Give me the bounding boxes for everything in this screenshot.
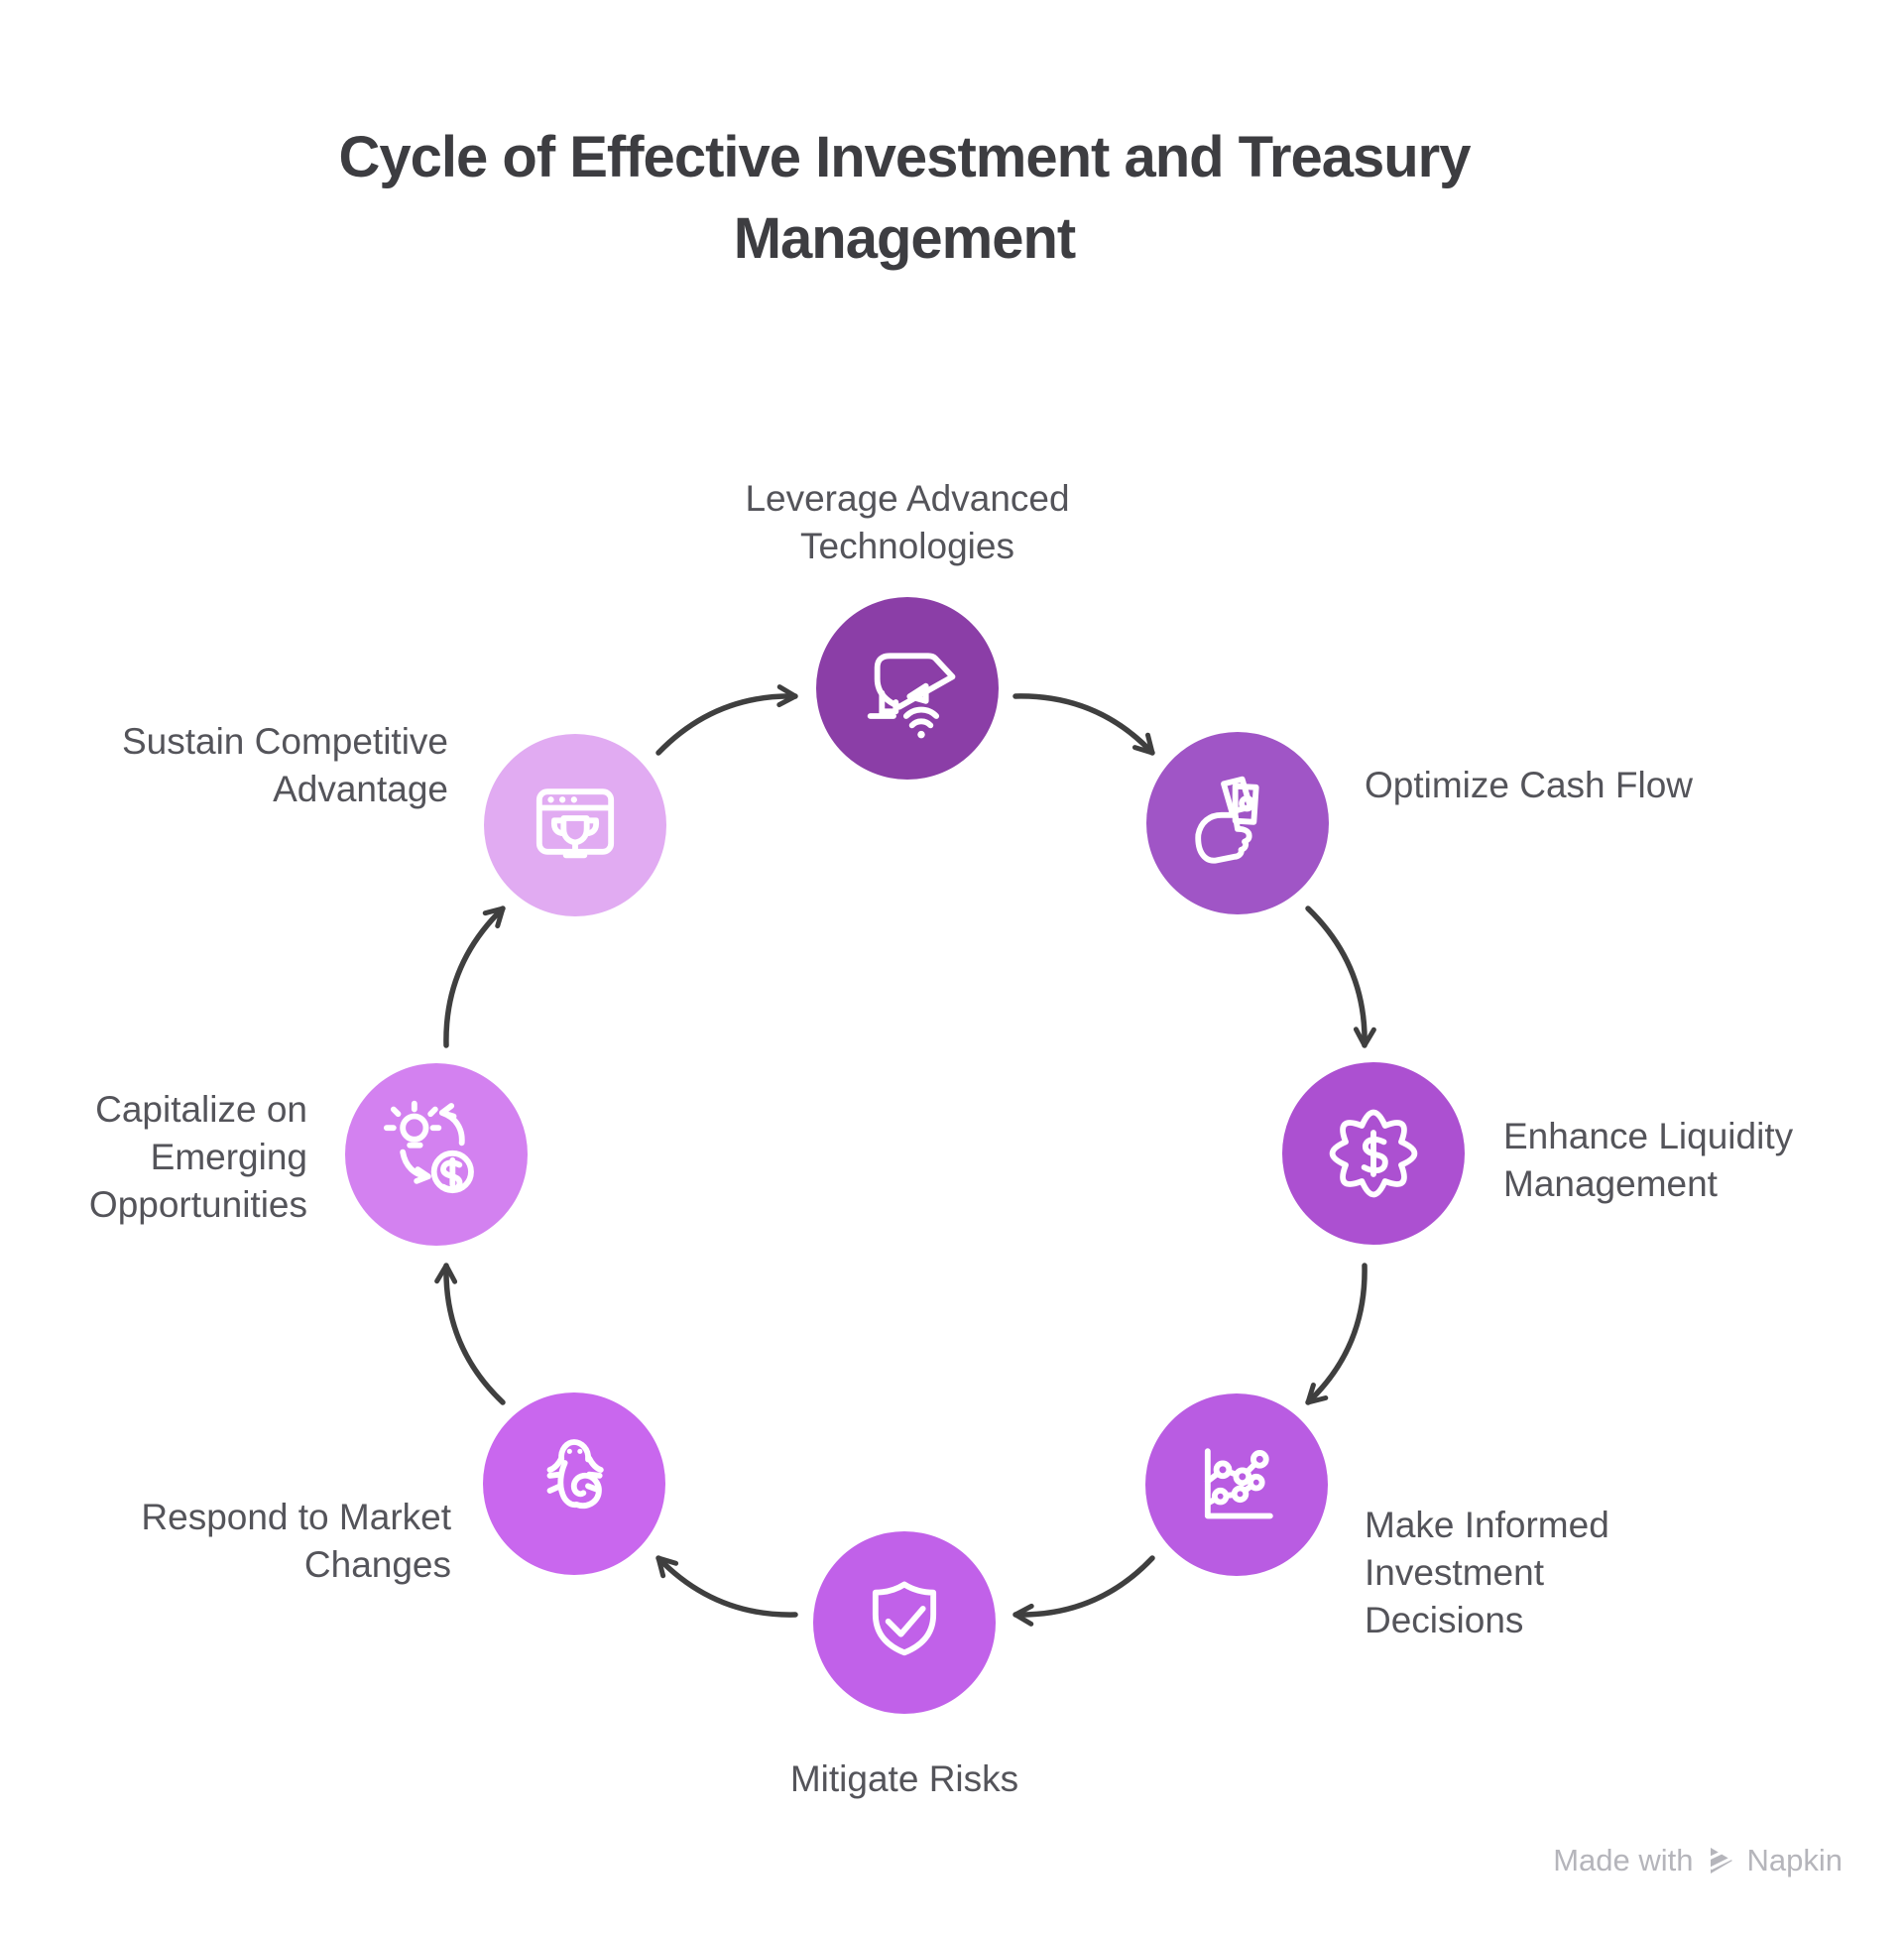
label-line: Leverage Advanced [745, 478, 1070, 519]
arrow-mitigate-to-respond [655, 1555, 798, 1618]
label-line: Changes [303, 1544, 451, 1585]
node-sustain-competitive-advantage [484, 734, 666, 916]
label-optimize-cash-flow: Optimize Cash Flow [1365, 762, 1880, 809]
label-respond-to-market-changes: Respond to Market Changes [55, 1494, 451, 1589]
label-mitigate-risks: Mitigate Risks [607, 1755, 1202, 1803]
label-capitalize-on-emerging-opportunities: Capitalize on Emerging Opportunities [20, 1086, 307, 1229]
brand-text: Napkin [1746, 1843, 1844, 1877]
arrow-sustain-to-leverage [655, 684, 798, 756]
label-line: Capitalize on [95, 1089, 307, 1130]
node-mitigate-risks [813, 1531, 996, 1714]
arrow-optimize-to-enhance [1305, 906, 1376, 1048]
hand-holding-money-icon [1195, 776, 1259, 864]
node-capitalize-on-emerging-opportunities [345, 1063, 528, 1246]
label-line: Sustain Competitive [121, 721, 448, 762]
line-chart-icon [1204, 1448, 1273, 1519]
node-make-informed-investment-decisions [1145, 1393, 1328, 1576]
made-with-napkin-footer: Made with Napkin [1553, 1843, 1843, 1878]
label-leverage-advanced-technologies: Leverage Advanced Technologies [610, 475, 1205, 570]
label-line: Emerging [150, 1137, 307, 1177]
label-line: Decisions [1365, 1600, 1524, 1640]
arrow-respond-to-capitalize [434, 1263, 506, 1405]
node-leverage-advanced-technologies [816, 597, 999, 780]
node-enhance-liquidity-management [1282, 1062, 1465, 1245]
label-line: Make Informed [1365, 1505, 1609, 1545]
label-line: Enhance Liquidity [1503, 1116, 1794, 1156]
dollar-badge-icon [1329, 1109, 1418, 1198]
shield-check-icon [872, 1581, 937, 1656]
label-line: Optimize Cash Flow [1365, 765, 1694, 805]
label-line: Mitigate Risks [789, 1758, 1019, 1799]
label-make-informed-investment-decisions: Make Informed Investment Decisions [1365, 1502, 1880, 1644]
page-title: Cycle of Effective Investment and Treasu… [240, 117, 1569, 280]
node-optimize-cash-flow [1146, 732, 1329, 914]
arrow-enhance-to-decisions [1305, 1263, 1368, 1405]
arrow-decisions-to-mitigate [1012, 1555, 1155, 1627]
page-title-line: Management [733, 206, 1077, 271]
arrow-capitalize-to-sustain [443, 906, 506, 1048]
label-line: Advantage [273, 769, 448, 809]
label-line: Management [1503, 1163, 1718, 1204]
label-line: Respond to Market [141, 1497, 451, 1537]
lizard-icon [546, 1439, 604, 1510]
lightbulb-dollar-cycle-icon [383, 1100, 474, 1194]
node-respond-to-market-changes [483, 1392, 665, 1575]
security-camera-icon [867, 653, 956, 739]
made-with-text: Made with [1553, 1843, 1694, 1877]
page-title-line: Cycle of Effective Investment and Treasu… [338, 125, 1472, 189]
arrow-leverage-to-optimize [1012, 693, 1155, 756]
label-line: Opportunities [88, 1184, 307, 1225]
trophy-browser-icon [536, 788, 615, 859]
label-enhance-liquidity-management: Enhance Liquidity Management [1503, 1113, 1904, 1208]
label-sustain-competitive-advantage: Sustain Competitive Advantage [52, 718, 448, 813]
label-line: Technologies [800, 526, 1014, 566]
napkin-triangle-icon [1705, 1848, 1732, 1874]
label-line: Investment [1365, 1552, 1544, 1593]
